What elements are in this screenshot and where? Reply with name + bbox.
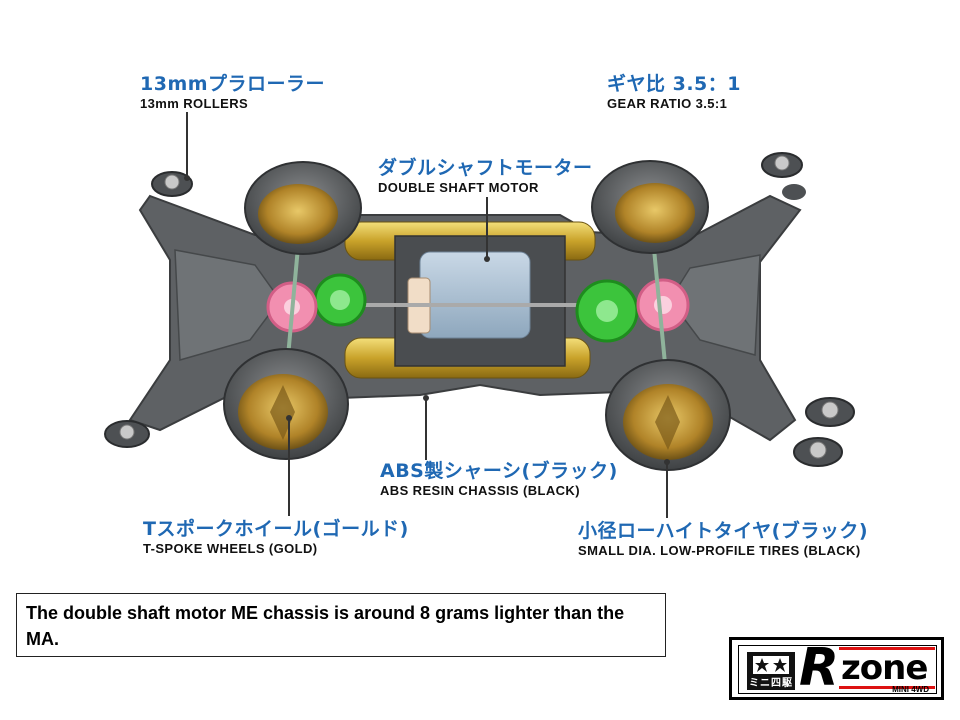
- roller-top-left: [151, 171, 193, 197]
- label-chassis: ABS製シャーシ(ブラック) ABS RESIN CHASSIS (BLACK): [380, 460, 618, 499]
- pointer-tires-dot: [664, 459, 670, 465]
- label-wheels-jp: Tスポークホイール(ゴールド): [143, 518, 409, 540]
- logo-sub: MINI 4WD: [892, 685, 929, 694]
- roller-top-right: [761, 152, 806, 200]
- roller-bottom-right: [793, 397, 855, 467]
- label-tires-en: SMALL DIA. LOW-PROFILE TIRES (BLACK): [578, 542, 861, 558]
- pointer-rollers-dot: [184, 175, 190, 181]
- logo-stripe-top: [839, 647, 935, 650]
- pointer-chassis: [425, 398, 427, 460]
- pointer-wheels: [288, 418, 290, 516]
- rzone-logo: ミニ四駆 R zone MINI 4WD: [729, 637, 944, 700]
- label-chassis-jp: ABS製シャーシ(ブラック): [380, 460, 618, 482]
- pointer-wheels-dot: [286, 415, 292, 421]
- logo-zone: zone: [841, 648, 928, 688]
- label-gear-ratio: ギヤ比 3.5：1 GEAR RATIO 3.5:1: [607, 73, 741, 112]
- pointer-tires: [666, 462, 668, 518]
- label-chassis-en: ABS RESIN CHASSIS (BLACK): [380, 482, 580, 498]
- logo-r: R: [799, 638, 840, 698]
- label-gear-ratio-en: GEAR RATIO 3.5:1: [607, 95, 728, 111]
- logo-stripe-bottom: [839, 686, 935, 689]
- logo-frame: ミニ四駆 R zone MINI 4WD: [738, 640, 937, 696]
- label-gear-ratio-jp: ギヤ比 3.5：1: [607, 73, 741, 95]
- label-motor-jp: ダブルシャフトモーター: [378, 157, 593, 179]
- label-motor: ダブルシャフトモーター DOUBLE SHAFT MOTOR: [378, 157, 593, 196]
- label-rollers: 13mmプラローラー 13mm ROLLERS: [140, 73, 326, 112]
- tamiya-mark: ミニ四駆: [747, 652, 795, 690]
- pointer-rollers: [186, 112, 188, 178]
- motor-can: [419, 251, 531, 339]
- pointer-motor: [486, 197, 488, 259]
- pointer-motor-dot: [484, 256, 490, 262]
- logo-mark-jp: ミニ四駆: [749, 678, 793, 689]
- label-wheels: Tスポークホイール(ゴールド) T-SPOKE WHEELS (GOLD): [143, 518, 409, 557]
- label-rollers-en: 13mm ROLLERS: [140, 95, 249, 111]
- caption-note: The double shaft motor ME chassis is aro…: [16, 593, 666, 657]
- roller-bottom-left: [104, 420, 150, 448]
- pointer-chassis-dot: [423, 395, 429, 401]
- label-tires: 小径ローハイトタイヤ(ブラック) SMALL DIA. LOW-PROFILE …: [578, 520, 869, 559]
- label-tires-jp: 小径ローハイトタイヤ(ブラック): [578, 520, 869, 542]
- label-rollers-jp: 13mmプラローラー: [140, 73, 326, 95]
- star-icon: [753, 656, 789, 674]
- label-wheels-en: T-SPOKE WHEELS (GOLD): [143, 540, 318, 556]
- label-motor-en: DOUBLE SHAFT MOTOR: [378, 179, 539, 195]
